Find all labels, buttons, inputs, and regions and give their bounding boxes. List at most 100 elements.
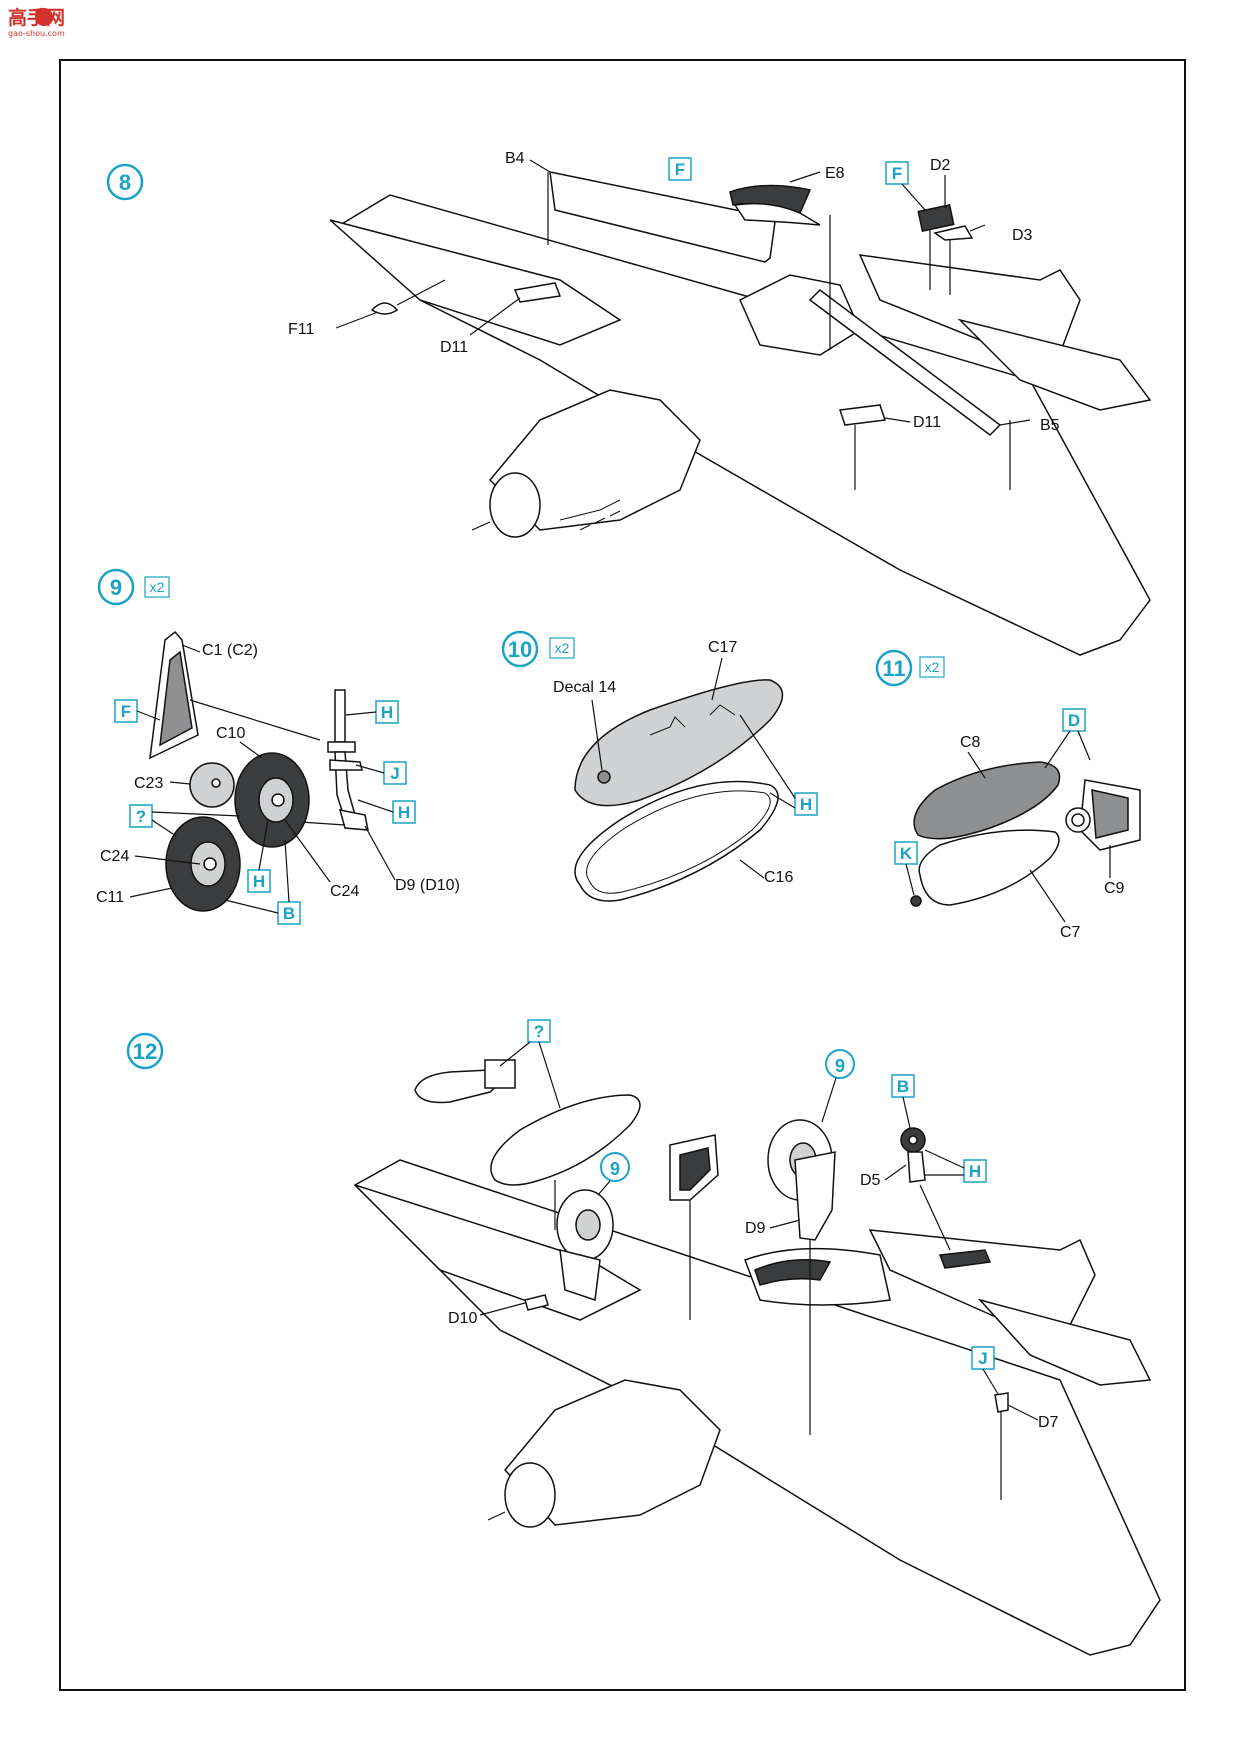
step-8-aircraft bbox=[329, 194, 1152, 656]
watermark-logo: 高手网 gao-shou.com bbox=[8, 6, 65, 38]
label-b4: B4 bbox=[505, 150, 525, 167]
nose-cowling bbox=[488, 389, 701, 531]
part-d5 bbox=[907, 1151, 926, 1183]
label-d7: D7 bbox=[1038, 1414, 1059, 1431]
label-b5: B5 bbox=[1040, 417, 1060, 434]
step-12-gear-left bbox=[559, 1249, 601, 1302]
label-c11: C11 bbox=[96, 889, 124, 906]
key-j-9: J bbox=[390, 764, 399, 783]
step-9-number: 9 bbox=[110, 575, 122, 600]
label-c10: C10 bbox=[216, 725, 245, 742]
label-c1: C1 (C2) bbox=[202, 642, 258, 659]
step-9-multiplier-box bbox=[144, 576, 170, 598]
key-d-11: D bbox=[1068, 711, 1080, 730]
part-b5 bbox=[808, 289, 1002, 436]
step-9: 9 x2 C1 (C2) C10 C23 C24 C11 C24 bbox=[96, 568, 460, 925]
label-d3: D3 bbox=[1012, 227, 1033, 244]
part-f11 bbox=[370, 302, 399, 315]
part-k bbox=[910, 895, 922, 907]
step-11: 11 x2 C8 C9 C7 D K bbox=[875, 649, 1141, 941]
step-10-badge bbox=[501, 630, 539, 668]
label-d2: D2 bbox=[930, 157, 951, 174]
step-10-multiplier-box bbox=[549, 637, 575, 659]
spinner bbox=[489, 472, 541, 538]
decal-14-mark bbox=[597, 770, 611, 784]
label-f11: F11 bbox=[288, 321, 314, 338]
label-c9: C9 bbox=[1104, 880, 1125, 897]
step-12-stabilizer bbox=[977, 1298, 1152, 1386]
label-d9: D9 (D10) bbox=[395, 877, 460, 894]
subassembly-9-left: 9 bbox=[610, 1159, 620, 1179]
part-d3 bbox=[933, 225, 974, 241]
label-c7: C7 bbox=[1060, 924, 1081, 941]
part-c17-pod bbox=[574, 679, 784, 807]
subassembly-9-badge-left bbox=[600, 1152, 630, 1182]
key-q-12: ? bbox=[534, 1022, 544, 1041]
step-8: 8 bbox=[106, 150, 1152, 656]
left-wing bbox=[329, 219, 622, 346]
key-k-11: K bbox=[900, 844, 913, 863]
part-d11-left bbox=[513, 282, 562, 303]
label-c16: C16 bbox=[764, 869, 793, 886]
logo-url: gao-shou.com bbox=[8, 29, 65, 38]
subassembly-9-badge-right bbox=[825, 1049, 855, 1079]
key-f-9: F bbox=[121, 702, 131, 721]
step-10-number: 10 bbox=[508, 637, 532, 662]
part-d2 bbox=[917, 204, 955, 232]
step-12: 12 bbox=[126, 1019, 1161, 1656]
label-c23: C23 bbox=[134, 775, 163, 792]
subassembly-9-right: 9 bbox=[835, 1056, 845, 1076]
step-11-badge bbox=[875, 649, 913, 687]
key-h-12: H bbox=[969, 1162, 981, 1181]
key-h-box-12 bbox=[963, 1159, 987, 1183]
key-b-12: B bbox=[897, 1077, 909, 1096]
step-9-badge bbox=[97, 568, 135, 606]
key-d-box-11 bbox=[1062, 708, 1086, 732]
step-12-cowling bbox=[504, 1379, 721, 1526]
label-c24-right: C24 bbox=[330, 883, 359, 900]
step-10-multiplier: x2 bbox=[555, 640, 570, 656]
step-11-multiplier: x2 bbox=[925, 659, 940, 675]
label-d9-step12: D9 bbox=[745, 1220, 766, 1237]
key-f-2: F bbox=[892, 164, 902, 183]
step-11-multiplier-box bbox=[919, 656, 945, 678]
label-c24-left: C24 bbox=[100, 848, 129, 865]
part-strut bbox=[334, 689, 346, 743]
step-12-number: 12 bbox=[133, 1039, 157, 1064]
step-12-badge bbox=[126, 1032, 164, 1070]
part-b4-flap bbox=[549, 171, 776, 263]
part-d7 bbox=[994, 1392, 1009, 1413]
part-d10 bbox=[524, 1294, 549, 1311]
part-c7-tank-bottom bbox=[918, 829, 1060, 906]
label-c8: C8 bbox=[960, 734, 981, 751]
part-c8-tank-top bbox=[913, 761, 1061, 840]
key-q-box-9 bbox=[129, 804, 153, 828]
label-d5: D5 bbox=[860, 1172, 881, 1189]
key-h-9a: H bbox=[381, 703, 393, 722]
step-8-number: 8 bbox=[119, 170, 131, 195]
key-h-9c: H bbox=[253, 872, 265, 891]
logo-mark-icon bbox=[35, 8, 53, 26]
label-c17: C17 bbox=[708, 639, 737, 656]
label-decal-14: Decal 14 bbox=[553, 679, 616, 696]
step-11-number: 11 bbox=[882, 656, 905, 681]
part-c16-ring bbox=[574, 780, 779, 902]
part-d11-right bbox=[838, 404, 887, 426]
key-j-12: J bbox=[978, 1349, 987, 1368]
step-12-tank-bracket bbox=[484, 1059, 516, 1089]
label-d11-right: D11 bbox=[913, 414, 941, 431]
key-b-9: B bbox=[283, 904, 295, 923]
step-10: 10 x2 Decal 14 C17 C16 H bbox=[501, 630, 818, 902]
key-h-10: H bbox=[800, 795, 812, 814]
key-h-9b: H bbox=[398, 803, 410, 822]
key-f-box-2 bbox=[885, 161, 909, 185]
step-12-gear-right bbox=[794, 1151, 836, 1241]
step-12-c17-pod bbox=[490, 1094, 641, 1186]
key-q-9: ? bbox=[136, 807, 146, 826]
page-border bbox=[59, 59, 1186, 1691]
key-f-1: F bbox=[675, 160, 685, 179]
logo-title: 高手网 bbox=[8, 6, 65, 29]
key-f-box-1 bbox=[668, 157, 692, 181]
step-12-spinner bbox=[504, 1462, 556, 1528]
